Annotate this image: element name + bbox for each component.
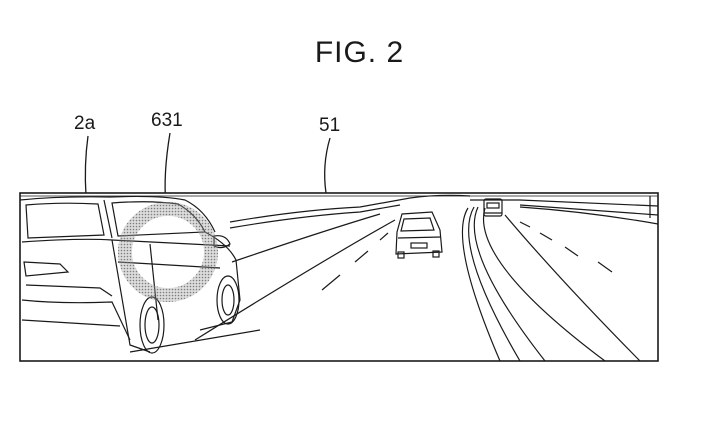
barrier-line-1 xyxy=(461,207,501,361)
right-lane-edge xyxy=(504,214,641,361)
horizon-line-left-lower xyxy=(229,204,401,229)
vehicle-2a-pillar xyxy=(103,199,113,239)
right-lane-dash-2 xyxy=(539,232,553,241)
vehicle-2a-front-wheel-inner xyxy=(221,284,235,316)
reference-label-631: 631 xyxy=(151,110,183,131)
middle-car-window xyxy=(400,217,435,232)
figure-title: FIG. 2 xyxy=(314,36,405,69)
road-edge-left-2 xyxy=(194,219,396,341)
barrier-line-2 xyxy=(468,206,521,361)
middle-car-trunk xyxy=(397,236,442,239)
right-lane-dash-4 xyxy=(597,261,613,273)
lane-dash-2 xyxy=(354,250,369,263)
highlight-ring-631-tint xyxy=(118,202,218,302)
middle-car-body xyxy=(395,211,443,255)
vehicle-2a-rear-window xyxy=(25,202,105,239)
far-truck-window xyxy=(486,202,500,209)
right-lane-dash-3 xyxy=(564,246,579,257)
reference-label-2a: 2a xyxy=(74,113,96,134)
overpass-bottom xyxy=(519,204,658,216)
lane-dash-1 xyxy=(321,274,341,291)
leader-line-2a xyxy=(84,135,89,197)
overpass-top xyxy=(470,199,658,207)
horizon-line-left xyxy=(229,194,471,223)
leader-line-51 xyxy=(324,137,331,194)
vehicle-2a-trim xyxy=(25,284,113,297)
display-screen-frame xyxy=(19,192,659,362)
middle-car-tire-right xyxy=(432,250,440,258)
middle-car-tire-left xyxy=(397,251,405,259)
vehicle-2a-front-wheel xyxy=(216,275,240,325)
barrier-line-4 xyxy=(483,207,606,361)
overpass-ramp xyxy=(519,206,658,225)
vehicle-2a-door-line xyxy=(149,243,159,321)
vehicle-2a-body-line xyxy=(21,238,231,247)
vehicle-2a-tail-light xyxy=(23,261,70,277)
vehicle-2a-ground-shadow xyxy=(129,329,261,353)
vehicle-2a-lower-body xyxy=(21,319,121,327)
road-edge-left xyxy=(231,213,381,263)
right-lane-dash-1 xyxy=(519,221,531,228)
vehicle-2a-roof xyxy=(20,195,216,233)
lane-dash-3 xyxy=(379,232,389,241)
barrier-line-3 xyxy=(473,206,546,361)
vehicle-2a-bumper xyxy=(21,299,131,341)
vehicle-2a-rear-wheel-inner xyxy=(144,306,160,344)
middle-car-plate xyxy=(410,242,428,249)
highlight-ring-631 xyxy=(118,202,218,302)
far-truck-body xyxy=(483,198,503,217)
reference-label-51: 51 xyxy=(319,115,341,136)
